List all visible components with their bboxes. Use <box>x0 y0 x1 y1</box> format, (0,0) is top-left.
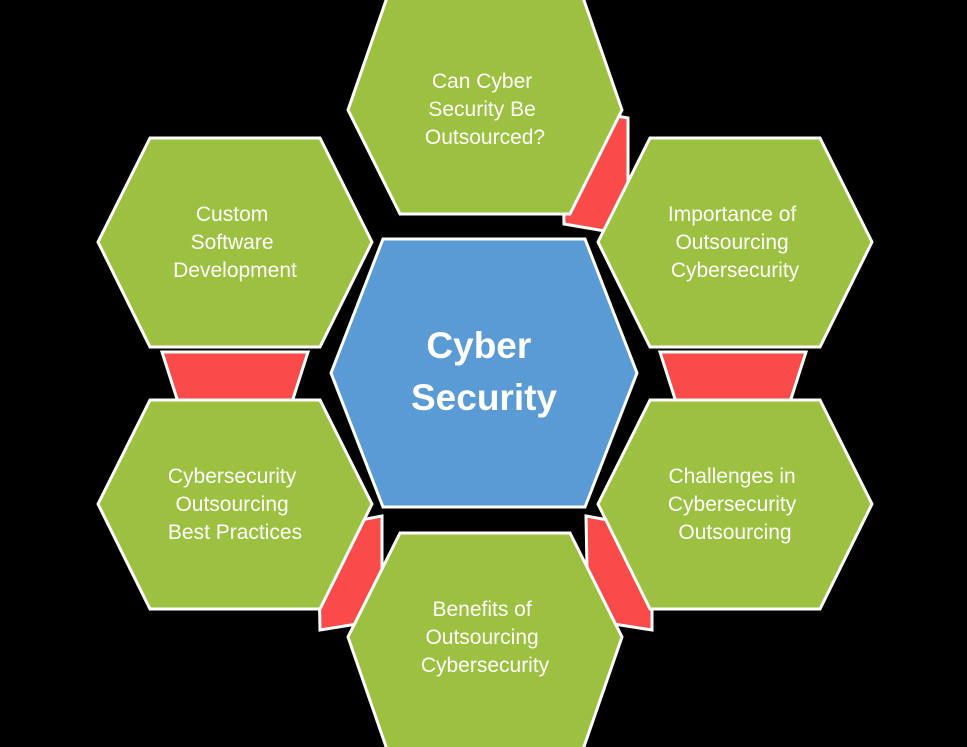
hex-node-right-lower-shape[interactable] <box>596 398 874 611</box>
hex-node-center[interactable]: Cyber Security <box>329 237 639 509</box>
hex-node-right-upper[interactable]: Importance of Outsourcing Cybersecurity <box>596 136 874 349</box>
hex-node-bottom[interactable]: Benefits of Outsourcing Cybersecurity <box>346 531 624 747</box>
hex-node-left-upper-shape[interactable] <box>96 136 374 349</box>
hex-node-right-lower[interactable]: Challenges in Cybersecurity Outsourcing <box>596 398 874 611</box>
hex-node-top[interactable]: Can Cyber Security Be Outsourced? <box>346 0 624 216</box>
hex-node-left-upper[interactable]: Custom Software Development <box>96 136 374 349</box>
hex-node-left-lower-shape[interactable] <box>96 398 374 611</box>
hex-node-center-shape[interactable] <box>329 237 639 509</box>
connector-right-upper-to-right-lower <box>657 350 809 404</box>
hex-node-left-lower[interactable]: Cybersecurity Outsourcing Best Practices <box>96 398 374 611</box>
hex-node-bottom-shape[interactable] <box>346 531 624 747</box>
hex-node-right-upper-shape[interactable] <box>596 136 874 349</box>
hex-node-top-shape[interactable] <box>346 0 624 216</box>
connector-left-upper-to-left-lower <box>159 350 311 404</box>
